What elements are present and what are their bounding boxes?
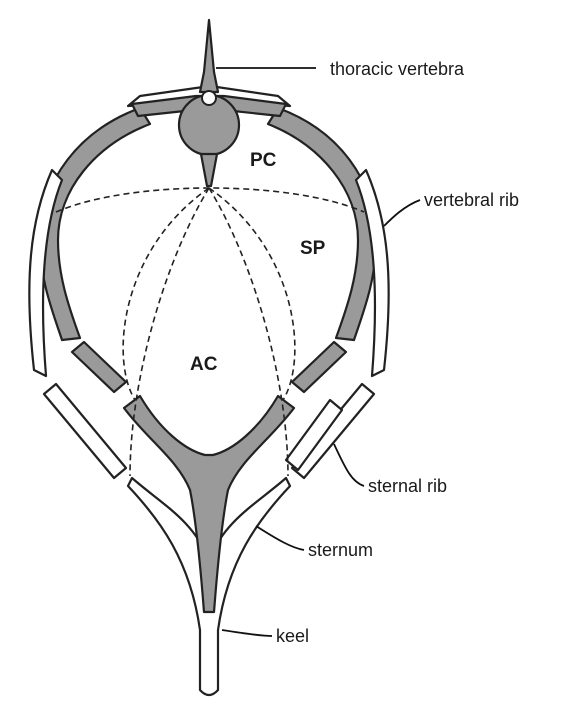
label-sternum: sternum (308, 540, 373, 560)
label-vertebral-rib: vertebral rib (424, 190, 519, 210)
region-label-sp: SP (300, 238, 326, 259)
hypapophysis (199, 152, 219, 188)
label-thoracic-vertebra: thoracic vertebra (330, 59, 465, 79)
sternum (122, 394, 296, 614)
vertebral-rib-right (266, 106, 378, 342)
neural-canal (201, 90, 217, 106)
leader-vertebral-rib (383, 199, 421, 227)
rib-segment-left (70, 340, 128, 394)
leader-keel (221, 629, 273, 637)
region-label-ac: AC (190, 354, 218, 375)
leader-sternal-rib (333, 443, 365, 487)
label-sternal-rib: sternal rib (368, 476, 447, 496)
ac-boundary-outer-right (208, 187, 296, 401)
sternal-rib-left (42, 382, 128, 480)
rib-segment-right (290, 340, 348, 394)
spinous-process (198, 18, 220, 94)
pc-sp-boundary (55, 187, 365, 213)
ac-boundary-outer-left (122, 187, 210, 401)
ac-boundary-inner-left (129, 187, 210, 477)
vertebral-rib-left (38, 106, 152, 342)
outer-rib-right (354, 168, 390, 378)
sternal-rib-right (290, 382, 376, 480)
label-keel: keel (276, 626, 309, 646)
leader-sternum (255, 525, 305, 551)
outer-rib-left (28, 168, 64, 378)
region-label-pc: PC (250, 150, 277, 171)
ac-boundary-inner-right (208, 187, 289, 477)
sternal-rib-upper-right (284, 398, 344, 472)
